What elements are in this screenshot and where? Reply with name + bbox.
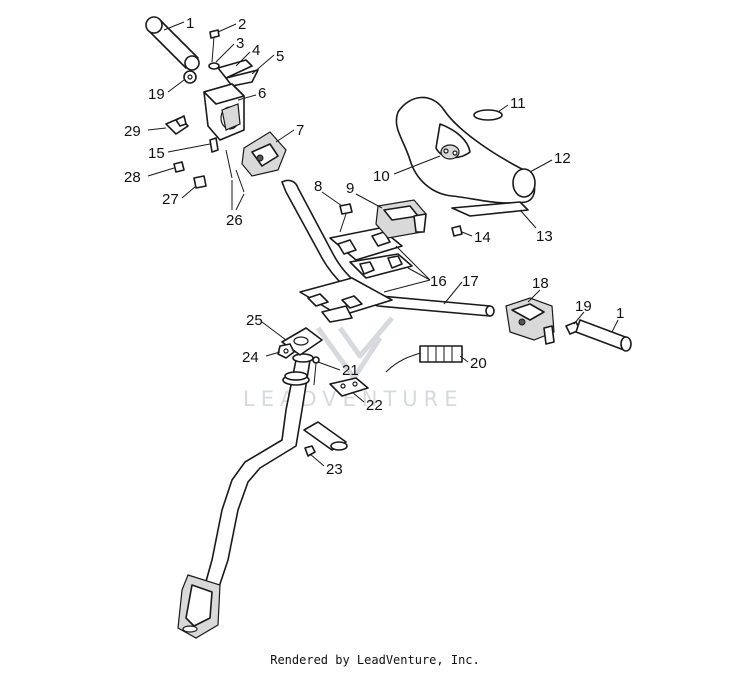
handlebar-clamp-lower [349, 253, 413, 279]
callout-5: 5 [276, 48, 284, 65]
pad-clamp-9 [375, 199, 427, 239]
callout-9: 9 [346, 180, 354, 197]
callout-23: 23 [326, 461, 343, 478]
callout-29: 29 [124, 123, 141, 140]
end-plug-19-left [183, 70, 197, 84]
callout-7: 7 [296, 122, 304, 139]
callout-2: 2 [238, 16, 246, 33]
callout-24: 24 [242, 349, 259, 366]
callout-25: 25 [246, 312, 263, 329]
nut-24 [277, 343, 295, 359]
callout-19-right: 19 [575, 298, 592, 315]
callout-27: 27 [162, 191, 179, 208]
callout-28: 28 [124, 169, 141, 186]
switch-29 [165, 115, 189, 135]
callout-1-right: 1 [616, 305, 624, 322]
callout-3: 3 [236, 35, 244, 52]
callout-4: 4 [252, 42, 260, 59]
grip-left-1 [145, 16, 200, 71]
oval-badge-11 [473, 109, 503, 121]
callout-8: 8 [314, 178, 322, 195]
washer-3 [208, 62, 220, 70]
steering-post-bottom-bracket [177, 574, 221, 639]
callout-22: 22 [366, 397, 383, 414]
cable-fitting-15 [209, 137, 219, 153]
pad-insert-10 [440, 144, 460, 160]
callout-6: 6 [258, 85, 266, 102]
heater-element-20 [385, 345, 463, 373]
nut-28 [173, 161, 185, 173]
grip-right-1 [575, 319, 632, 352]
callout-1-left: 1 [186, 15, 194, 32]
screws-26 [225, 149, 245, 193]
post-collar [282, 371, 310, 386]
clip-27 [193, 175, 207, 189]
handlebar-pad-12 [395, 96, 536, 204]
throttle-cover-7 [241, 131, 287, 177]
strap-13 [451, 201, 529, 217]
callouts: 1 2 3 4 5 6 7 19 29 15 28 27 26 8 9 10 [124, 15, 624, 478]
handlebar-mount-base [299, 277, 393, 323]
brake-housing-18 [505, 297, 555, 345]
callout-19-left: 19 [148, 86, 165, 103]
screw-2 [209, 29, 220, 63]
callout-17: 17 [462, 273, 479, 290]
callout-13: 13 [536, 228, 553, 245]
bolt-21 [312, 356, 320, 386]
clamp-plate-22 [329, 377, 369, 397]
callout-12: 12 [554, 150, 571, 167]
screw-14 [451, 225, 463, 237]
throttle-housing-6 [203, 83, 245, 141]
callout-15: 15 [148, 145, 165, 162]
callout-20: 20 [470, 355, 487, 372]
footer-credit: Rendered by LeadVenture, Inc. [270, 653, 480, 667]
callout-26: 26 [226, 212, 243, 229]
callout-18: 18 [532, 275, 549, 292]
callout-14: 14 [474, 229, 491, 246]
bolt-8 [339, 203, 353, 233]
throttle-lever-4 [217, 59, 253, 79]
throttle-lever-5 [225, 69, 259, 87]
callout-16: 16 [430, 273, 447, 290]
callout-10: 10 [373, 168, 390, 185]
callout-11: 11 [510, 95, 526, 112]
callout-21: 21 [342, 362, 359, 379]
spacer-tube-23 [303, 421, 348, 457]
